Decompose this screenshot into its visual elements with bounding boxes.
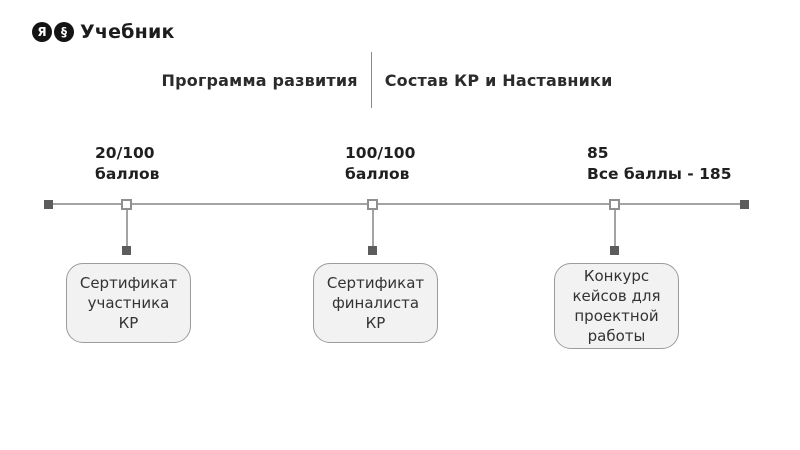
logo-text: Учебник [80,21,175,43]
timeline-node-2 [367,199,378,210]
timeline-connector-cap-1 [122,246,131,255]
outcome-box-1: Сертификат участника КР [66,263,191,343]
timeline-start-marker [44,200,53,209]
outcome-box-2: Сертификат финалиста КР [313,263,438,343]
milestone-score-label-1: 20/100 баллов [95,144,160,183]
timeline-node-3 [609,199,620,210]
timeline-line [48,203,744,205]
header-divider [370,52,372,108]
timeline-connector-cap-2 [368,246,377,255]
timeline-connector-2 [372,210,374,246]
outcome-box-3: Конкурс кейсов для проектной работы [554,263,679,349]
header-right-title: Состав КР и Наставники [384,70,613,90]
timeline-end-marker [740,200,749,209]
header-left-title: Программа развития [161,70,358,90]
timeline-node-1 [121,199,132,210]
timeline-connector-1 [126,210,128,246]
milestone-score-label-3: 85 Все баллы - 185 [587,144,732,183]
logo-ya-icon: Я [32,22,52,42]
timeline-connector-3 [614,210,616,246]
milestone-score-label-2: 100/100 баллов [345,144,416,183]
header: Программа развития Состав КР и Наставник… [0,52,787,108]
logo: Я § Учебник [32,21,175,43]
logo-section-icon: § [54,22,74,42]
timeline-connector-cap-3 [610,246,619,255]
